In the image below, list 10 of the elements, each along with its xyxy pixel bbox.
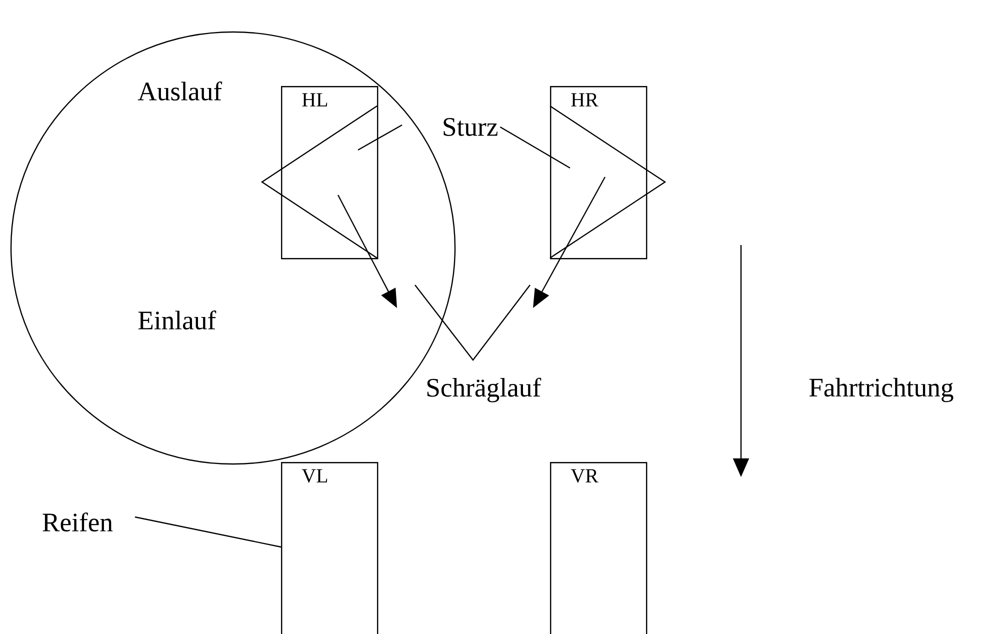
leader-line	[134, 516, 282, 548]
label: Fahrtrichtung	[809, 378, 954, 402]
leader-line	[500, 126, 570, 169]
label: Sturz	[444, 118, 498, 136]
tire-box: HL	[281, 86, 378, 260]
tire-box: HR	[550, 86, 648, 260]
label: Reifen	[42, 512, 113, 532]
label: Schräglauf	[427, 378, 542, 402]
tire-box: VL	[281, 462, 378, 634]
tire-box: VR	[550, 462, 648, 634]
